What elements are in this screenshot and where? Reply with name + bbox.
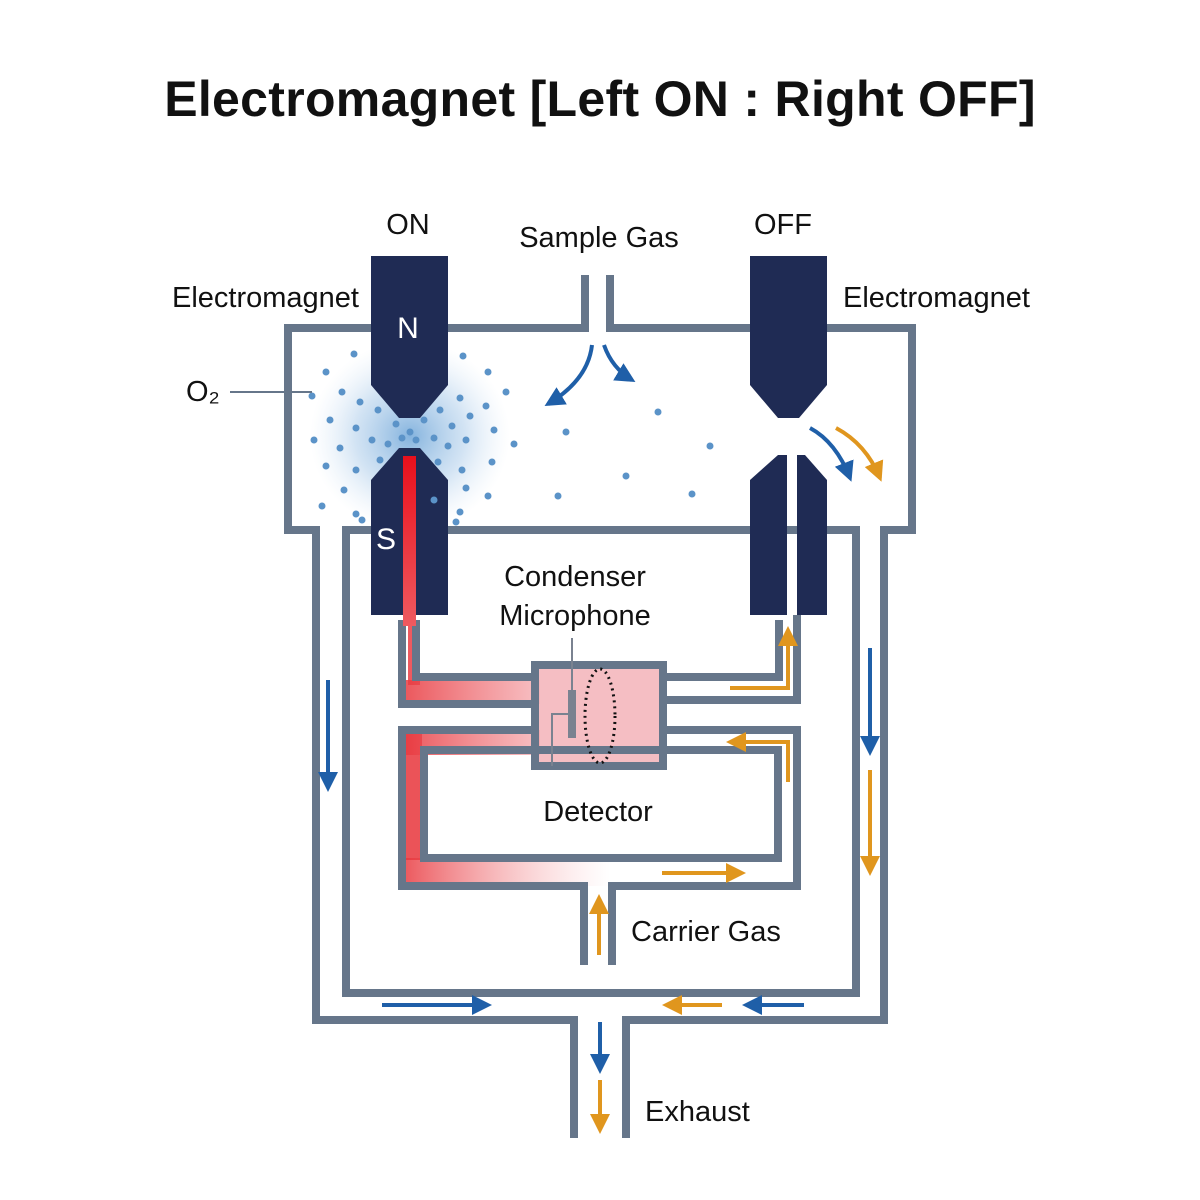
label-north-pole: N <box>397 312 419 345</box>
label-sample-gas: Sample Gas <box>519 222 679 254</box>
condenser-microphone <box>551 638 617 766</box>
electromagnet-right <box>750 256 827 615</box>
label-o2: O₂ <box>186 376 220 408</box>
page-title: Electromagnet [Left ON : Right OFF] <box>164 71 1036 127</box>
o2-particles <box>308 350 714 526</box>
electromagnet-left <box>371 256 448 626</box>
label-microphone: Microphone <box>499 600 651 632</box>
label-on: ON <box>386 209 430 241</box>
label-off: OFF <box>754 209 812 241</box>
sample-gas-flow <box>318 344 880 1074</box>
label-south-pole: S <box>376 523 396 556</box>
carrier-gas-flow <box>589 426 884 1134</box>
label-electromagnet-right: Electromagnet <box>843 282 1030 314</box>
label-carrier-gas: Carrier Gas <box>631 916 781 948</box>
o2-field-glow <box>310 341 510 531</box>
label-exhaust: Exhaust <box>645 1096 750 1128</box>
label-electromagnet-left: Electromagnet <box>172 282 359 314</box>
label-detector: Detector <box>543 796 653 828</box>
label-condenser: Condenser <box>504 561 646 593</box>
